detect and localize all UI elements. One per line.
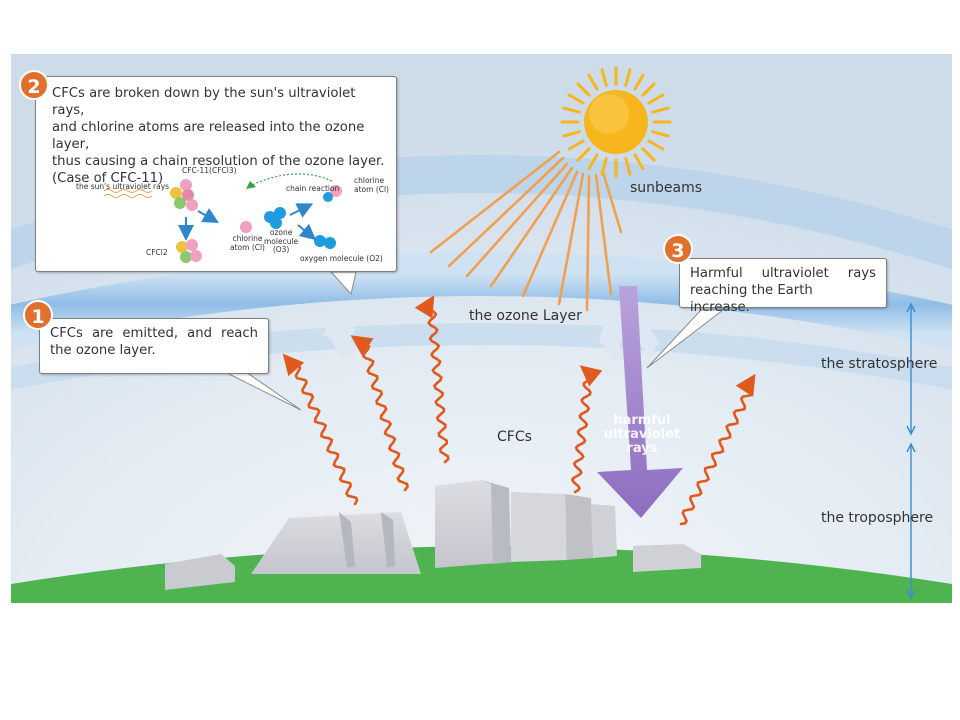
ozone-layer-label: the ozone Layer — [469, 308, 582, 324]
chain-reaction-arrow — [251, 173, 333, 186]
callout-2-badge: 2 — [19, 70, 49, 100]
cfc-wavy-arrow — [570, 365, 603, 494]
sun-ray — [641, 82, 656, 97]
callout-2-line-1: CFCs are broken down by the sun's ultrav… — [52, 86, 356, 118]
callout-cfcs-broken-down: CFCs are broken down by the sun's ultrav… — [35, 76, 397, 272]
sun-ray — [651, 106, 670, 114]
oxygen-molecule-label: oxygen molecule (O2) — [300, 254, 383, 263]
callout-3-line-2: reaching the Earth increase. — [690, 283, 813, 315]
sun-ray — [587, 73, 599, 91]
cfc-wavy-arrow — [350, 335, 410, 492]
uv-rays-label: the sun's ultraviolet rays — [76, 182, 170, 191]
cfcs-label: CFCs — [497, 429, 532, 445]
cfc-wavy-arrow — [414, 295, 450, 464]
sun-ray — [567, 93, 585, 105]
cfc-emission-arrows — [282, 295, 756, 526]
sun-ray — [587, 153, 599, 171]
sun-ray — [633, 73, 645, 91]
sun-ray — [600, 68, 608, 87]
ozone-molecule-label: ozone molecule (O3) — [264, 228, 299, 254]
sun-ray — [641, 147, 656, 162]
harmful-uv-label: harmful ultraviolet rays — [603, 413, 681, 456]
sun-ray — [624, 68, 632, 87]
cfc11-molecule-icon — [170, 179, 198, 211]
sunbeams — [429, 150, 623, 312]
sunbeams-label: sunbeams — [630, 180, 703, 196]
sun-ray — [647, 139, 665, 151]
sun-ray — [600, 157, 608, 176]
stratosphere-label: the stratosphere — [821, 356, 938, 372]
ozone-depletion-diagram: sunbeams the ozone Layer CFCs the strato… — [11, 54, 952, 603]
chlorine-atom-right-icon — [330, 185, 342, 197]
harmful-uv-arrow — [597, 286, 683, 518]
ozone-hole — [639, 310, 659, 354]
chain-reaction-label: chain reaction — [286, 184, 340, 193]
chlorine-atom-label: chlorine atom (Cl) — [230, 234, 265, 252]
cfc-wavy-arrow — [282, 353, 359, 506]
sun-ray — [576, 147, 591, 162]
ozone-hole — [323, 302, 359, 358]
cfc11-label: CFC-11(CFCl3) — [182, 166, 237, 175]
cfc-wavy-arrow — [679, 373, 756, 526]
chlorine-atom-right-label: chlorine atom (Cl) — [354, 176, 389, 194]
sun-ray — [562, 106, 581, 114]
sun-ray — [562, 130, 581, 138]
oxygen-molecule-icon — [314, 235, 336, 249]
sun-ray — [624, 157, 632, 176]
ozone-hole — [597, 306, 627, 360]
callout-1-line-2: the ozone layer. — [50, 343, 156, 358]
callout-2-line-3: thus causing a chain resolution of the o… — [52, 154, 385, 169]
oxygen-atom-icon — [323, 192, 333, 202]
cfcl2-molecule-icon — [176, 239, 202, 263]
uv-rays-icon — [103, 189, 153, 198]
sun-icon — [560, 66, 672, 178]
altitude-arrows — [906, 302, 916, 600]
chlorine-atom-icon — [240, 221, 252, 233]
cfcl2-label: CFCl2 — [146, 248, 168, 257]
callout-2-line-2: and chlorine atoms are released into the… — [52, 120, 365, 152]
buildings — [165, 480, 701, 590]
sun-ray — [633, 153, 645, 171]
sun-ray — [647, 93, 665, 105]
callout-3-line-1: Harmful ultraviolet rays — [690, 266, 876, 281]
ground — [11, 546, 952, 603]
callout-1-line-1: CFCs are emitted, and reach — [50, 326, 258, 341]
ozone-molecule-icon — [264, 207, 286, 229]
callout-1-badge: 1 — [23, 300, 53, 330]
sun-ray — [567, 139, 585, 151]
reaction-arrows — [178, 203, 317, 241]
callout-cfcs-emitted: CFCs are emitted, and reach the ozone la… — [39, 318, 269, 374]
callout-3-badge: 3 — [663, 234, 693, 264]
callout-harmful-uv-increase: Harmful ultraviolet rays reaching the Ea… — [679, 258, 887, 315]
callout-2-line-4: (Case of CFC-11) — [52, 171, 164, 186]
troposphere-label: the troposphere — [821, 510, 934, 526]
sun-ray — [651, 130, 670, 138]
reaction-diagram — [103, 173, 342, 263]
sun-ray — [576, 82, 591, 97]
